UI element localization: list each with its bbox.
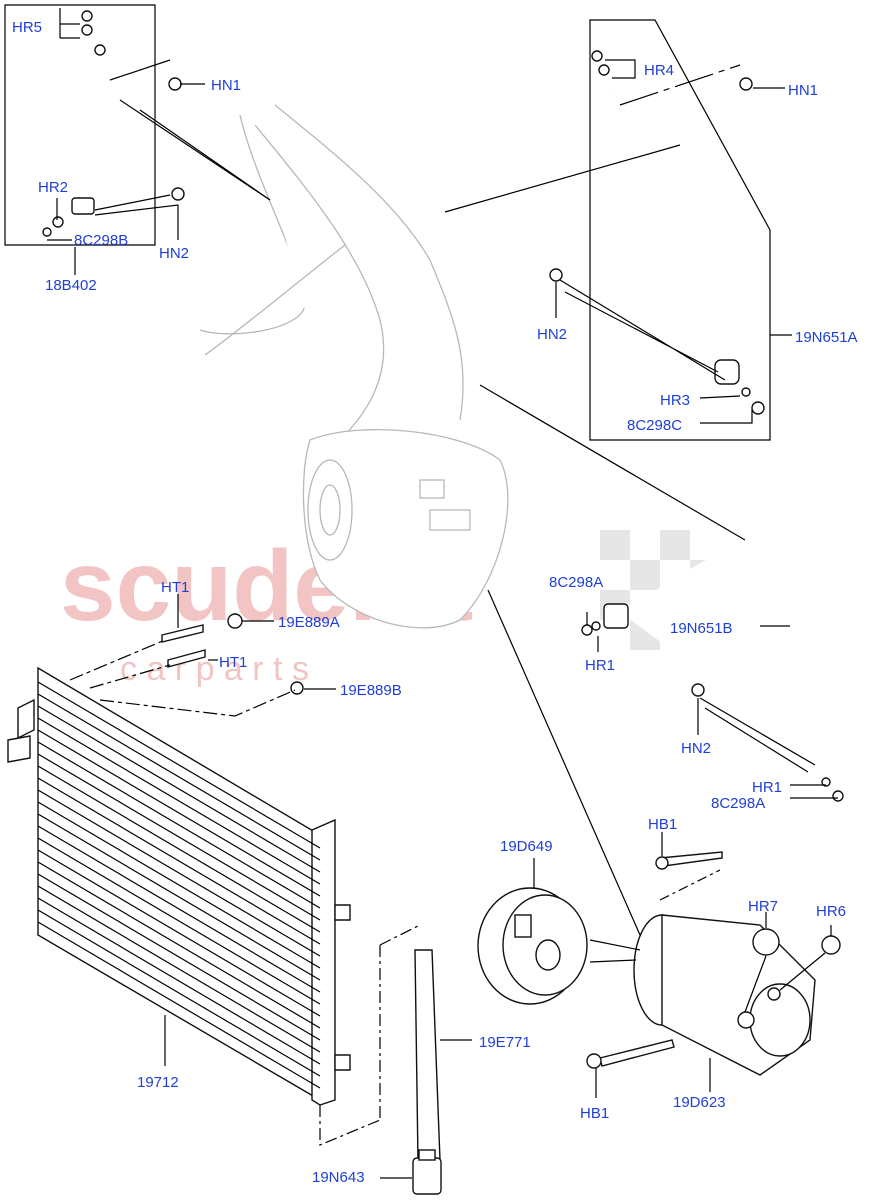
hose-19n651b-group [479,384,844,802]
label-8c298a-lower: 8C298A [711,795,765,812]
label-18b402: 18B402 [45,277,97,294]
plug-19n643 [380,1149,442,1195]
clutch-19d649 [477,858,588,1005]
label-8c298c: 8C298C [627,417,682,434]
condenser-19712 [7,666,351,1106]
watermark-subtitle: c a r p a r t s [120,650,309,688]
label-hb1-bottom: HB1 [580,1105,609,1122]
label-hn1-right: HN1 [788,82,818,99]
label-ht1-top: HT1 [161,579,189,596]
label-hb1-top: HB1 [648,816,677,833]
label-19n651a: 19N651A [795,329,858,346]
label-19d649: 19D649 [500,838,553,855]
background-hoses-ghost [199,104,509,629]
label-hn2-left: HN2 [159,245,189,262]
label-hn2-lower: HN2 [681,740,711,757]
label-19d623: 19D623 [673,1094,726,1111]
label-8c298b: 8C298B [74,232,128,249]
label-ht1-mid: HT1 [219,654,247,671]
label-hr5: HR5 [12,19,42,36]
label-hr2: HR2 [38,179,68,196]
label-19n651b: 19N651B [670,620,733,637]
label-hr1-lower: HR1 [752,779,782,796]
label-hr1-top: HR1 [585,657,615,674]
label-19e771: 19E771 [479,1034,531,1051]
label-19e889b: 19E889B [340,682,402,699]
label-19n643: 19N643 [312,1169,365,1186]
label-hr4: HR4 [644,62,674,79]
hose-19n651a-group [444,19,792,441]
seal-19e771 [319,924,472,1163]
stud-oring-group [69,594,336,717]
label-hr3: HR3 [660,392,690,409]
label-hr7: HR7 [748,898,778,915]
label-19712: 19712 [137,1074,179,1091]
label-19e889a: 19E889A [278,614,340,631]
compressor-19d623 [487,589,841,1092]
label-hr6: HR6 [816,903,846,920]
bolts-hb1 [586,832,723,1098]
part-labels: HR5 HN1 HR2 8C298B HN2 18B402 HR4 HN1 HN… [12,19,858,1186]
label-hn1-left: HN1 [211,77,241,94]
label-hn2-right: HN2 [537,326,567,343]
label-8c298a-top: 8C298A [549,574,603,591]
hose-18b402-group [4,4,271,275]
